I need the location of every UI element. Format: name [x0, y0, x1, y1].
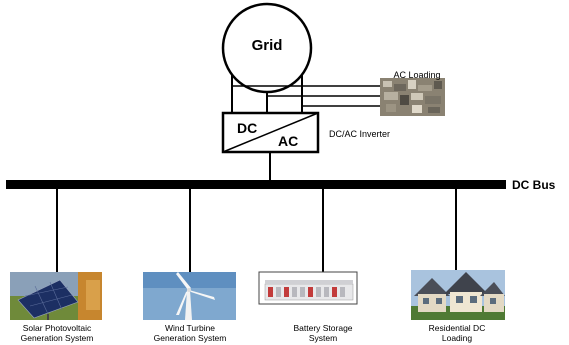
residential-houses-image — [411, 270, 505, 320]
ac-loading-label: AC Loading — [380, 70, 454, 80]
battery-storage-image — [259, 272, 357, 304]
dc-bus — [6, 180, 506, 189]
residential-dc-label: Residential DC Loading — [397, 323, 517, 343]
grid-label: Grid — [232, 37, 302, 54]
battery-storage-label-line1: Battery Storage — [263, 323, 383, 333]
residential-dc-label-line1: Residential DC — [397, 323, 517, 333]
bus-drop-lines — [57, 189, 456, 272]
solar-pv-label-line2: Generation System — [0, 333, 117, 343]
wind-turbine-label-line1: Wind Turbine — [130, 323, 250, 333]
battery-storage-label: Battery Storage System — [263, 323, 383, 343]
ac-loading-image — [380, 78, 445, 116]
battery-storage-label-line2: System — [263, 333, 383, 343]
wind-turbine-image — [143, 272, 236, 320]
wind-turbine-label-line2: Generation System — [130, 333, 250, 343]
inverter-dc-label: DC — [237, 120, 257, 136]
residential-dc-label-line2: Loading — [397, 333, 517, 343]
solar-panel-image — [10, 272, 102, 320]
solar-pv-label: Solar Photovoltaic Generation System — [0, 323, 117, 343]
inverter-ac-label: AC — [278, 133, 298, 149]
dc-bus-label: DC Bus — [512, 178, 555, 192]
wind-turbine-label: Wind Turbine Generation System — [130, 323, 250, 343]
solar-pv-label-line1: Solar Photovoltaic — [0, 323, 117, 333]
inverter-name-label: DC/AC Inverter — [329, 129, 390, 139]
